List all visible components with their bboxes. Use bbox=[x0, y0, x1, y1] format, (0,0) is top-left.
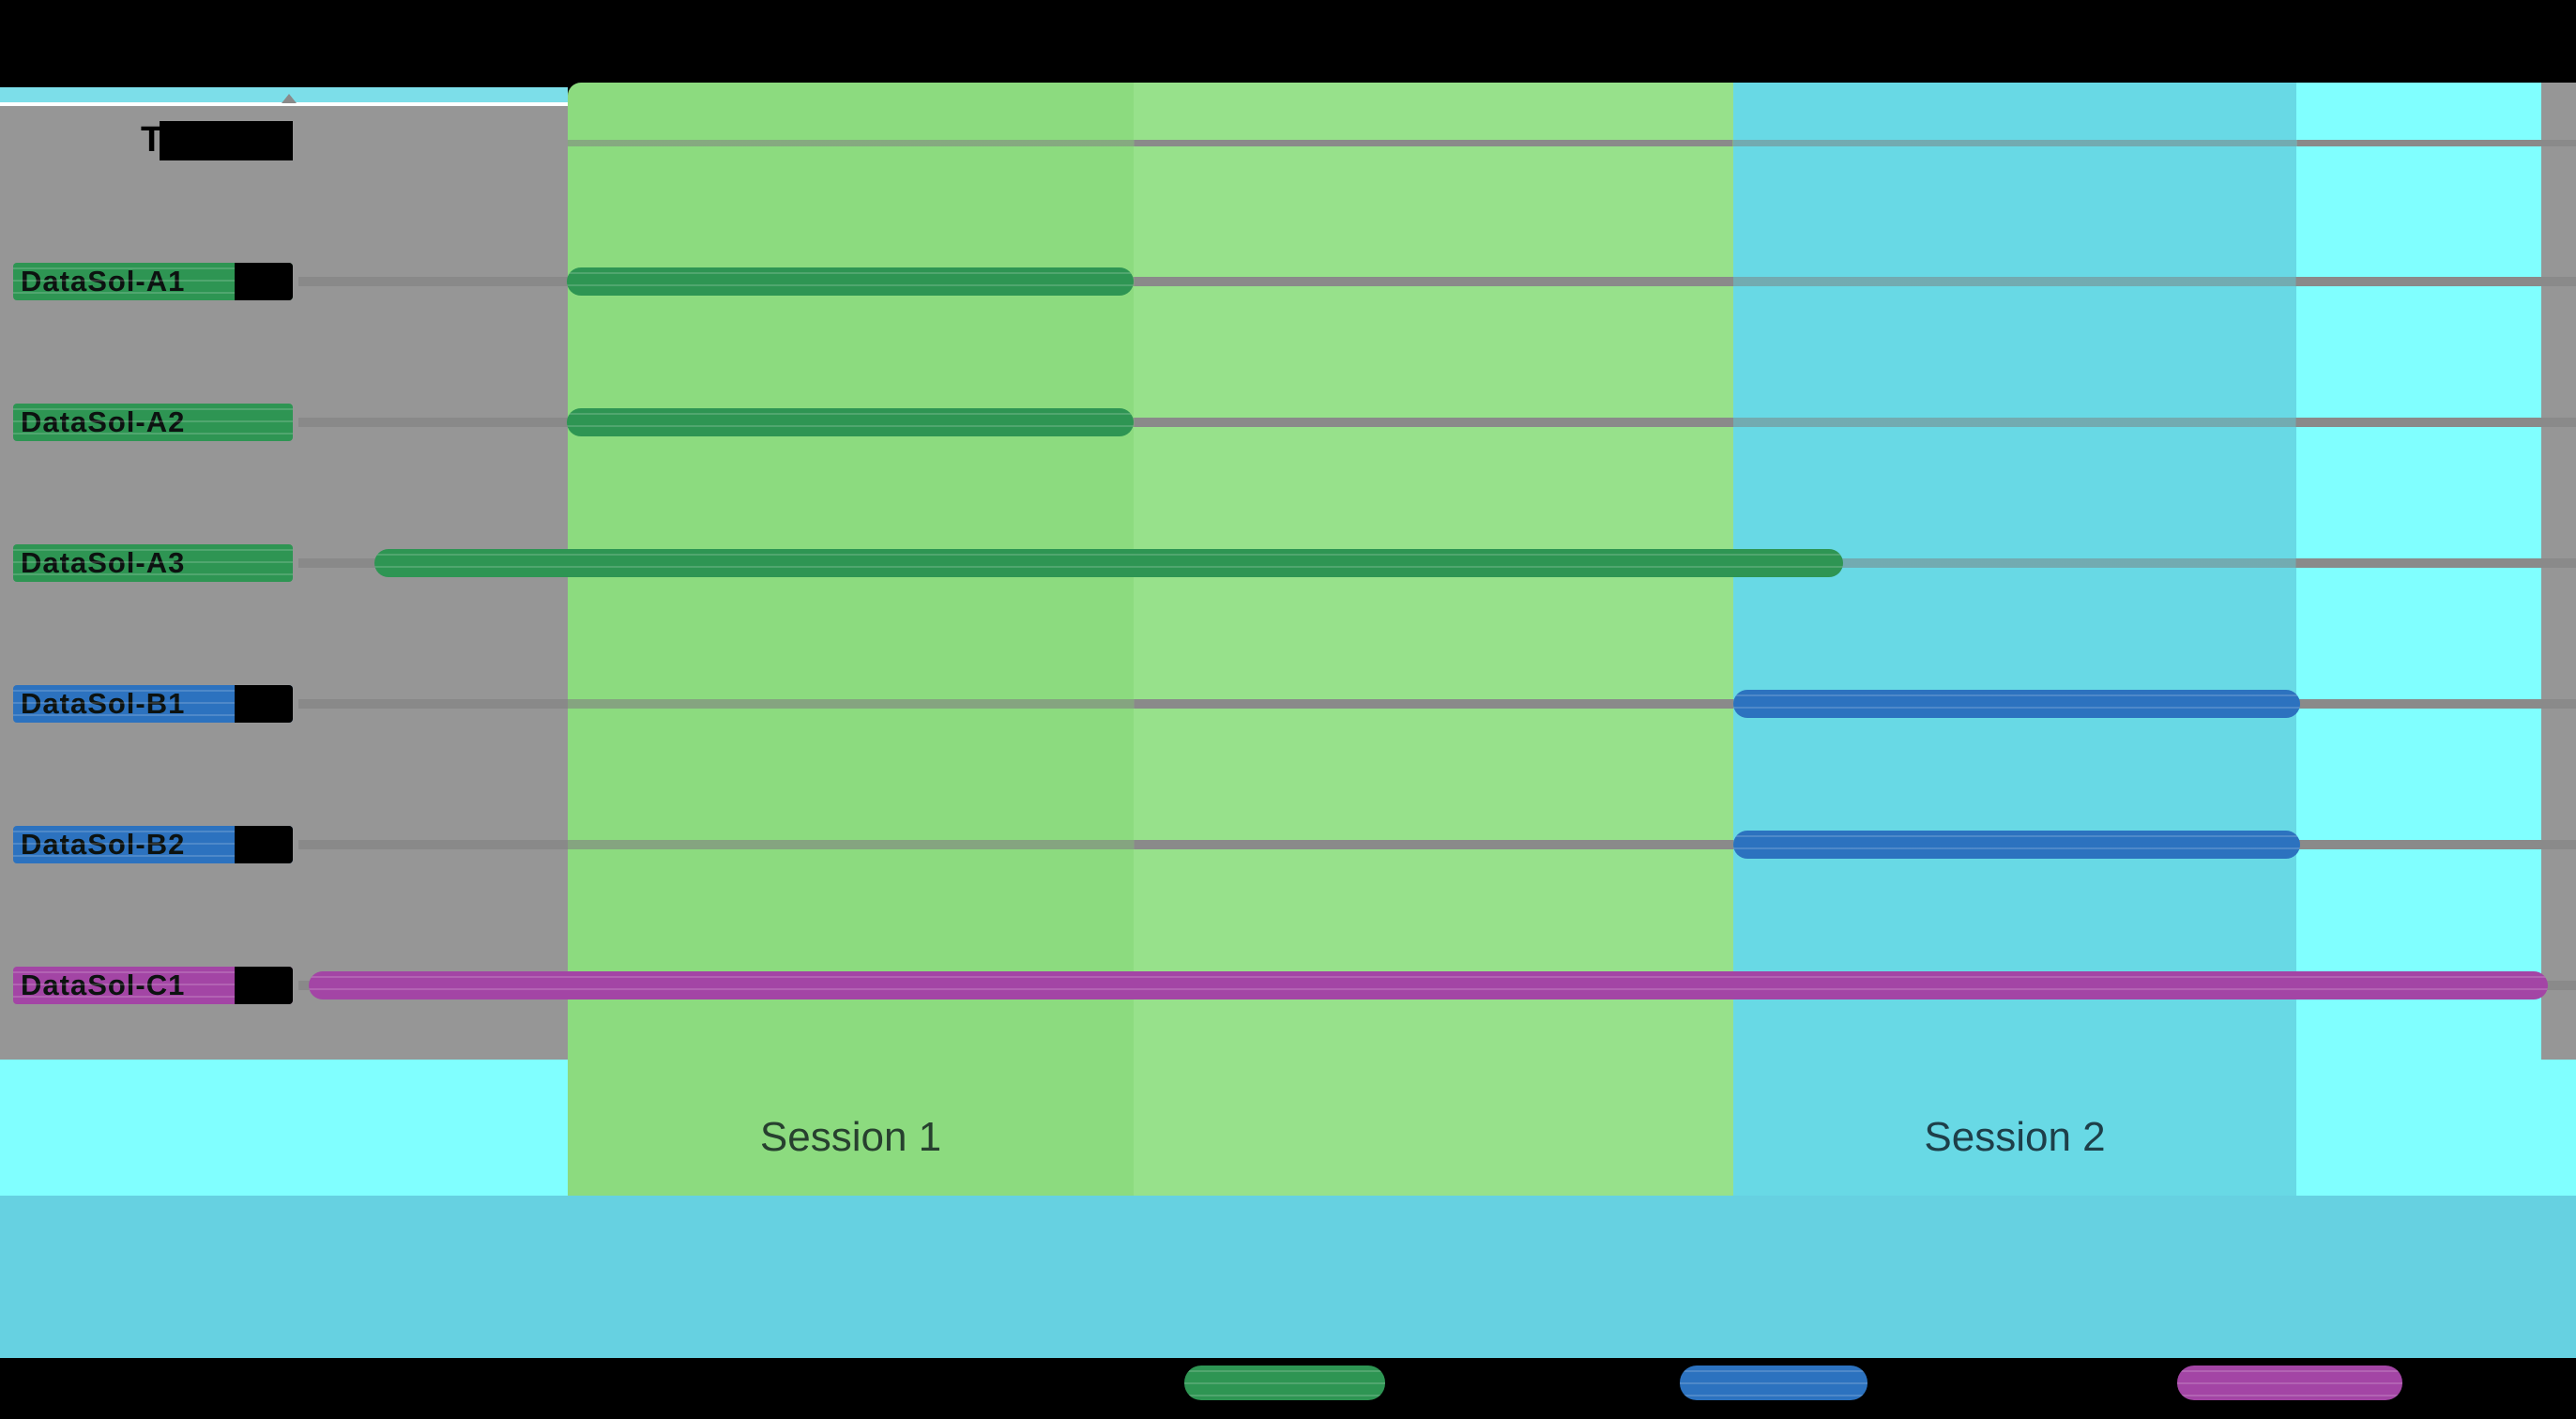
caret-artifact bbox=[282, 94, 297, 103]
session1-label: Session 1 bbox=[568, 1109, 1134, 1166]
bottom-cyan-band bbox=[0, 1196, 2576, 1358]
task-row-label-text: DataSol-C1 bbox=[21, 969, 186, 1001]
panel-below-cyan bbox=[0, 1060, 568, 1196]
session1-label-text: Session 1 bbox=[759, 1114, 942, 1160]
legend-swatch-pill bbox=[2177, 1366, 2402, 1400]
task-row-label-text: DataSol-A2 bbox=[21, 405, 186, 438]
task-row-label-text: DataSol-B1 bbox=[21, 687, 186, 720]
task-row-label-text: DataSol-A1 bbox=[21, 265, 186, 298]
task-row-label-text: DataSol-B2 bbox=[21, 828, 186, 861]
label-redaction-box bbox=[235, 685, 293, 723]
row-gridline-track bbox=[298, 277, 2576, 286]
task-column-header: Task bbox=[141, 120, 293, 160]
task-bar bbox=[567, 408, 1134, 436]
legend-swatch-pill bbox=[1680, 1366, 1867, 1400]
row-gridline-track bbox=[298, 418, 2576, 427]
right-cyan-band bbox=[2296, 83, 2576, 1196]
row-gridline-track bbox=[298, 840, 2576, 849]
task-row-label: DataSol-B2 bbox=[13, 826, 293, 863]
task-bar bbox=[1733, 690, 2300, 718]
task-row-label: DataSol-A2 bbox=[13, 404, 293, 441]
top-black-bar bbox=[0, 0, 2576, 87]
header-redaction-box bbox=[160, 121, 293, 160]
task-row-label: DataSol-A1 bbox=[13, 263, 293, 300]
header-gridline bbox=[568, 140, 2576, 146]
task-bar bbox=[567, 267, 1134, 296]
row-gridline-track bbox=[298, 699, 2576, 709]
task-row-label: DataSol-C1 bbox=[13, 967, 293, 1004]
task-row-label: DataSol-A3 bbox=[13, 544, 293, 582]
session2-label-text: Session 2 bbox=[1924, 1114, 2106, 1160]
task-row-label-text: DataSol-A3 bbox=[21, 546, 186, 579]
task-bar bbox=[374, 549, 1843, 577]
task-bar bbox=[309, 971, 2548, 999]
right-grey-column bbox=[2541, 83, 2576, 1060]
task-row-label: DataSol-B1 bbox=[13, 685, 293, 723]
label-redaction-box bbox=[235, 967, 293, 1004]
strip-separator-line bbox=[0, 102, 568, 106]
session2-label: Session 2 bbox=[1733, 1109, 2296, 1166]
label-redaction-box bbox=[235, 826, 293, 863]
task-bar bbox=[1733, 831, 2300, 859]
session2-band bbox=[1733, 83, 2296, 1196]
session1-band-right bbox=[1134, 83, 1733, 1196]
label-redaction-box bbox=[235, 263, 293, 300]
legend-swatch-pill bbox=[1184, 1366, 1385, 1400]
